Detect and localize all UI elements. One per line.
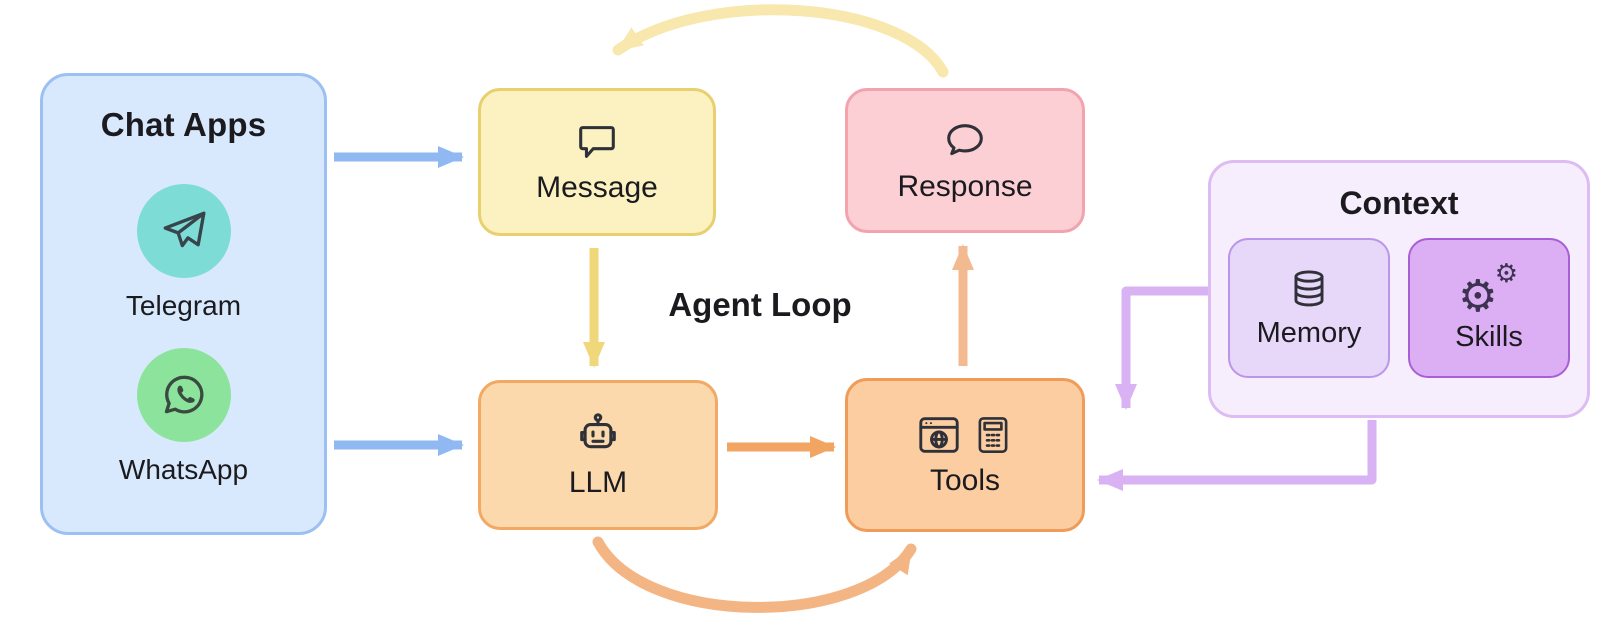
arrow-context-to-tools-side bbox=[1097, 420, 1377, 491]
skills-label: Skills bbox=[1455, 320, 1523, 353]
chat-apps-title: Chat Apps bbox=[100, 106, 267, 143]
context-row: Memory ⚙ ⚙ Skills bbox=[1228, 238, 1570, 378]
tools-node: Tools bbox=[845, 378, 1085, 532]
calculator-icon bbox=[978, 417, 1008, 453]
speech-bubble-round-icon bbox=[947, 123, 983, 155]
telegram-label: Telegram bbox=[125, 290, 242, 321]
whatsapp-icon bbox=[164, 375, 203, 414]
database-icon bbox=[1294, 270, 1324, 306]
arrow-llm-to-tools-loop bbox=[592, 536, 917, 613]
memory-node: Memory bbox=[1228, 238, 1390, 378]
context-title: Context bbox=[1339, 185, 1459, 221]
telegram-icon bbox=[163, 211, 205, 248]
gears-icon: ⚙ ⚙ bbox=[1458, 258, 1520, 322]
whatsapp-badge bbox=[136, 348, 231, 442]
llm-node: LLM bbox=[478, 380, 718, 530]
context-panel: Context Memory ⚙ ⚙ Skills bbox=[1208, 160, 1590, 418]
tools-icons bbox=[916, 412, 1014, 458]
arrow-context-to-tools-top bbox=[1115, 286, 1208, 410]
response-label: Response bbox=[897, 169, 1033, 203]
whatsapp-label: WhatsApp bbox=[118, 454, 249, 485]
speech-bubble-square-icon bbox=[579, 126, 615, 158]
robot-icon bbox=[580, 413, 616, 449]
memory-label: Memory bbox=[1256, 316, 1362, 349]
gear-large-icon: ⚙ bbox=[1458, 270, 1498, 322]
tools-label: Tools bbox=[929, 464, 1001, 497]
llm-label: LLM bbox=[568, 466, 628, 499]
skills-node: ⚙ ⚙ Skills bbox=[1408, 238, 1570, 378]
agent-loop-label: Agent Loop bbox=[668, 286, 852, 323]
arrow-response-to-message-loop bbox=[612, 4, 949, 78]
message-label: Message bbox=[536, 171, 658, 204]
gear-small-icon: ⚙ bbox=[1494, 258, 1518, 289]
browser-globe-icon bbox=[919, 417, 959, 453]
response-node: Response bbox=[845, 88, 1085, 233]
chat-apps-panel: Chat Apps Telegram WhatsApp bbox=[40, 73, 327, 535]
telegram-badge bbox=[136, 184, 231, 278]
message-node: Message bbox=[478, 88, 716, 236]
